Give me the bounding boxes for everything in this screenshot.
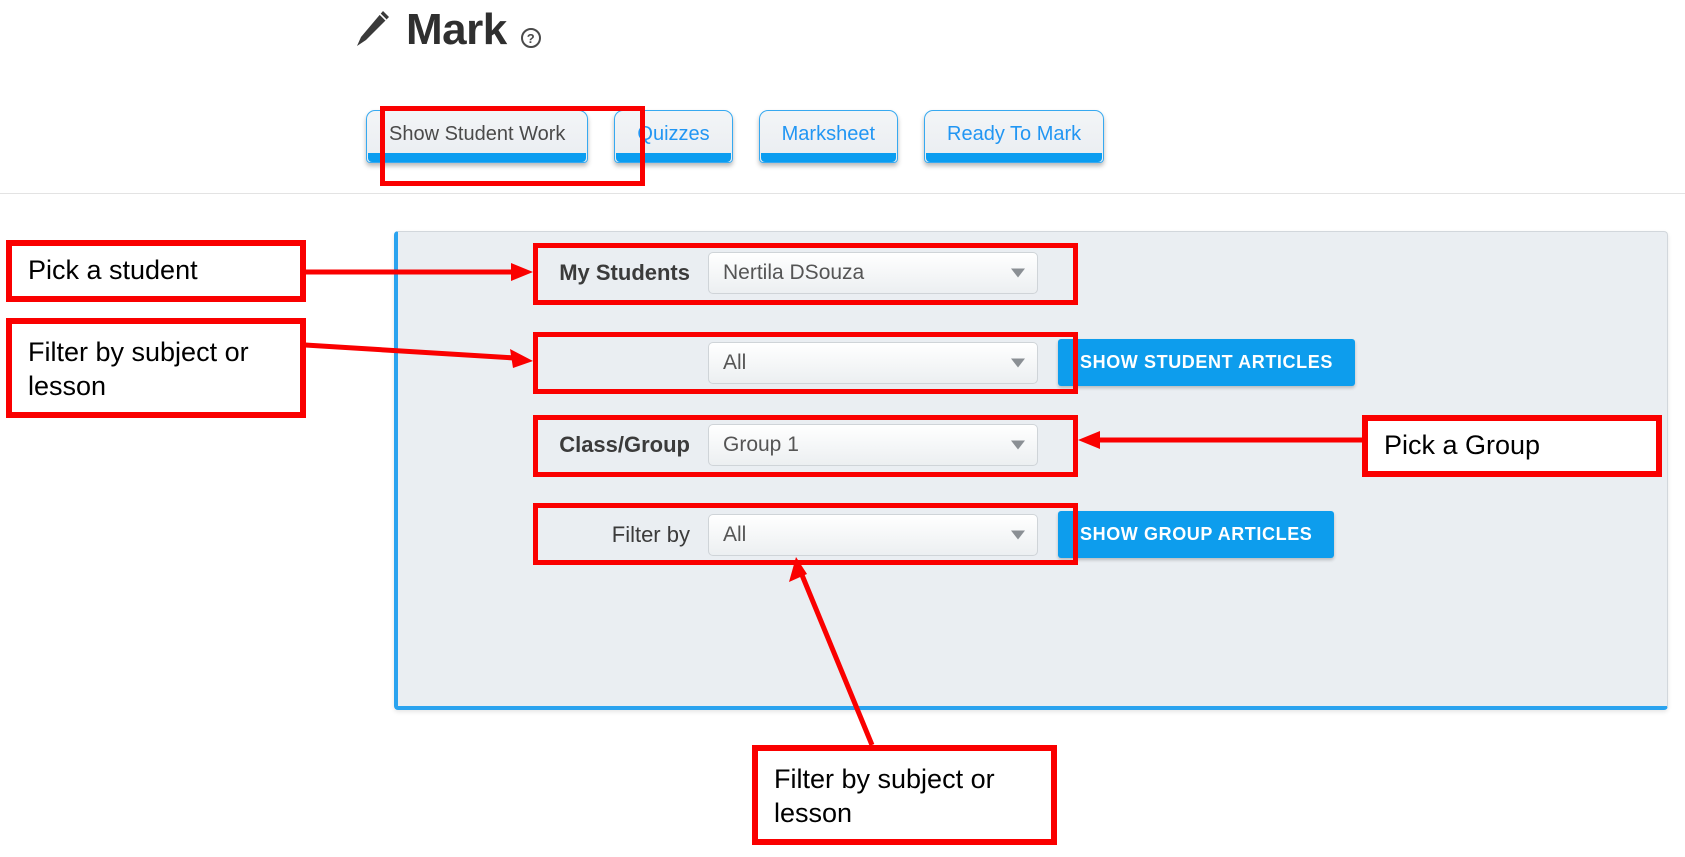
chevron-down-icon — [1011, 358, 1025, 367]
tab-show-student-work[interactable]: Show Student Work — [366, 110, 589, 163]
page-title-text: Mark — [406, 5, 507, 54]
callout-text: Pick a student — [28, 255, 198, 286]
student-filter-select[interactable]: All — [708, 341, 1038, 384]
tab-label: Marksheet — [781, 123, 876, 145]
tab-marksheet[interactable]: Marksheet — [758, 110, 899, 163]
tab-bar: Show Student Work Quizzes Marksheet Read… — [366, 110, 1105, 163]
callout-text: Filter by subject or lesson — [28, 337, 249, 401]
my-students-select[interactable]: Nertila DSouza — [708, 252, 1038, 294]
callout-pick-a-group: Pick a Group — [1362, 415, 1662, 477]
chevron-down-icon — [1011, 530, 1025, 539]
my-students-value: Nertila DSouza — [723, 261, 865, 284]
form-row-class-group: Class/Group Group 1 — [508, 424, 1038, 466]
group-filter-select[interactable]: All — [708, 513, 1038, 556]
form-row-group-filter: Filter by All SHOW GROUP ARTICLES — [508, 511, 1335, 558]
callout-text: Pick a Group — [1384, 430, 1541, 461]
callout-filter-left: Filter by subject or lesson — [6, 318, 306, 418]
class-group-select[interactable]: Group 1 — [708, 424, 1038, 466]
filter-by-label: Filter by — [611, 521, 690, 547]
tab-label: Ready To Mark — [947, 123, 1082, 145]
chevron-down-icon — [1011, 268, 1025, 278]
chevron-down-icon — [1011, 440, 1025, 450]
header-divider — [0, 193, 1685, 194]
class-group-value: Group 1 — [723, 433, 799, 456]
tab-label: Show Student Work — [389, 123, 566, 145]
callout-pick-a-student: Pick a student — [6, 240, 306, 302]
show-group-articles-button[interactable]: SHOW GROUP ARTICLES — [1058, 511, 1335, 558]
callout-text: Filter by subject or lesson — [774, 764, 995, 828]
tab-ready-to-mark[interactable]: Ready To Mark — [924, 110, 1105, 163]
question-mark-help-icon[interactable]: ? — [520, 28, 541, 48]
form-row-student-filter: All SHOW STUDENT ARTICLES — [508, 339, 1355, 386]
show-student-articles-button[interactable]: SHOW STUDENT ARTICLES — [1058, 339, 1355, 386]
pencil-icon — [352, 8, 392, 52]
tab-quizzes[interactable]: Quizzes — [614, 110, 733, 163]
form-row-my-students: My Students Nertila DSouza — [508, 252, 1038, 294]
class-group-label: Class/Group — [559, 432, 690, 457]
student-filter-value: All — [723, 350, 747, 374]
group-filter-value: All — [723, 522, 747, 546]
tab-label: Quizzes — [637, 123, 710, 145]
page-title: Mark ? — [352, 8, 541, 52]
callout-filter-bottom: Filter by subject or lesson — [752, 745, 1057, 845]
my-students-label: My Students — [559, 260, 690, 285]
